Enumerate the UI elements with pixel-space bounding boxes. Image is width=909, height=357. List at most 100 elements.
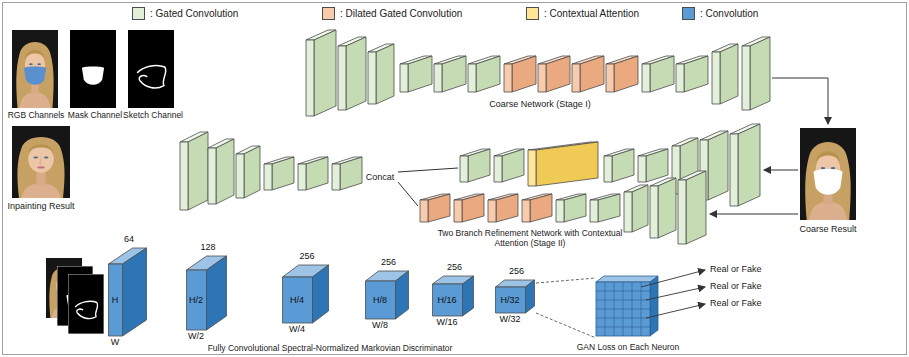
layer-side bbox=[468, 149, 490, 182]
layer-side bbox=[580, 56, 604, 92]
layer-front bbox=[368, 52, 376, 104]
layer-front bbox=[264, 164, 272, 190]
channel-count: 64 bbox=[124, 235, 134, 244]
layer-front bbox=[504, 64, 512, 92]
layer-side bbox=[207, 256, 227, 330]
channel-caption: Sketch Channel bbox=[123, 111, 183, 121]
height-label: H/2 bbox=[189, 296, 203, 305]
layer-front bbox=[650, 186, 658, 238]
layer-side bbox=[463, 276, 474, 316]
conv-layer-shape bbox=[282, 251, 330, 325]
layer-side bbox=[314, 30, 336, 116]
network-caption: Two Branch Refinement Network with Conte… bbox=[438, 229, 623, 249]
concat-line bbox=[398, 182, 418, 206]
layer-side bbox=[496, 194, 518, 222]
layer-front bbox=[556, 200, 564, 222]
layer-side bbox=[650, 56, 674, 92]
legend-item: : Gated Convolution bbox=[132, 7, 238, 20]
layer-front bbox=[460, 156, 468, 182]
channel-caption: RGB Channels bbox=[8, 111, 65, 121]
output-label: Real or Fake bbox=[710, 264, 762, 274]
layer-front bbox=[187, 270, 207, 330]
layer-front bbox=[109, 264, 123, 336]
conv-layer: 256H/8W/8 bbox=[365, 257, 410, 333]
layer-side bbox=[526, 280, 535, 313]
layer-side bbox=[750, 37, 770, 110]
layer-front bbox=[742, 46, 750, 110]
width-label: W/2 bbox=[188, 332, 204, 341]
layer-front bbox=[572, 64, 580, 92]
channel-count: 256 bbox=[381, 258, 396, 267]
conv-layer: 256H/16W/16 bbox=[432, 262, 475, 330]
legend-swatch bbox=[682, 7, 695, 20]
legend-item: : Convolution bbox=[682, 7, 758, 20]
layer-front bbox=[332, 164, 340, 190]
layer-front bbox=[208, 148, 216, 204]
layer-side bbox=[684, 56, 708, 92]
network-caption: Fully Convolutional Spectral-Normalized … bbox=[208, 344, 453, 354]
layer-front bbox=[712, 52, 720, 104]
legend-item: : Dilated Gated Convolution bbox=[322, 7, 462, 20]
legend-text: : Gated Convolution bbox=[150, 8, 238, 20]
layer-side bbox=[720, 44, 738, 104]
layer-side bbox=[564, 194, 586, 222]
flow-arrow bbox=[764, 170, 798, 171]
layer-side bbox=[408, 56, 432, 92]
conv-layer: 128H/2W/2 bbox=[186, 242, 228, 344]
layer-side bbox=[428, 194, 450, 222]
layer-side bbox=[376, 44, 394, 104]
disc-sketch-image bbox=[68, 274, 104, 334]
width-label: W/8 bbox=[372, 321, 388, 330]
layer-side bbox=[614, 56, 638, 92]
layer-side bbox=[738, 124, 760, 206]
layer-front bbox=[180, 142, 188, 210]
height-label: H/8 bbox=[373, 296, 387, 305]
conv-layer: 64HW bbox=[108, 234, 148, 350]
layer-front bbox=[420, 200, 428, 222]
legend-text: : Dilated Gated Convolution bbox=[340, 8, 462, 20]
layer-side bbox=[272, 157, 294, 190]
layer-side bbox=[612, 149, 634, 182]
layer-side bbox=[658, 178, 676, 238]
layer-front bbox=[306, 40, 314, 116]
layer-front bbox=[606, 64, 614, 92]
layer-side bbox=[512, 56, 536, 92]
layer-side bbox=[244, 146, 260, 198]
layer-front bbox=[522, 200, 530, 222]
output-label: Real or Fake bbox=[710, 281, 762, 291]
legend-text: : Convolution bbox=[700, 8, 758, 20]
legend-text: : Contextual Attention bbox=[544, 8, 639, 20]
network-caption: Coarse Network (Stage I) bbox=[489, 99, 591, 109]
coarse-result-image bbox=[800, 128, 856, 220]
layer-front bbox=[642, 64, 650, 92]
layer-front bbox=[236, 154, 244, 198]
width-label: W/4 bbox=[289, 325, 305, 334]
layer-front bbox=[676, 64, 684, 92]
legend-swatch bbox=[132, 7, 145, 20]
channel-caption: Mask Channel bbox=[68, 111, 122, 121]
layer-side bbox=[632, 185, 648, 232]
legend-swatch bbox=[322, 7, 335, 20]
projection-line bbox=[536, 278, 596, 283]
layer-front bbox=[434, 64, 442, 92]
channel-count: 128 bbox=[200, 243, 215, 252]
width-label: W/32 bbox=[499, 315, 520, 324]
layer-side bbox=[123, 248, 147, 336]
layer-side bbox=[708, 131, 728, 200]
inpainting-result-image bbox=[12, 126, 70, 198]
layer-side bbox=[216, 139, 234, 204]
layer-front bbox=[678, 180, 686, 244]
output-arrow bbox=[646, 304, 705, 318]
concat-label: Concat bbox=[366, 172, 395, 182]
layer-side bbox=[502, 149, 524, 182]
layer-side bbox=[442, 56, 466, 92]
layer-front bbox=[638, 156, 646, 182]
conv-layer: 256H/32W/32 bbox=[495, 266, 536, 327]
layer-side bbox=[462, 194, 484, 222]
layer-front bbox=[538, 64, 546, 92]
concat-line bbox=[398, 168, 458, 172]
flow-arrow bbox=[772, 78, 828, 124]
width-label: W/16 bbox=[436, 318, 457, 327]
layer-front bbox=[283, 277, 313, 323]
layer-front bbox=[730, 134, 738, 206]
